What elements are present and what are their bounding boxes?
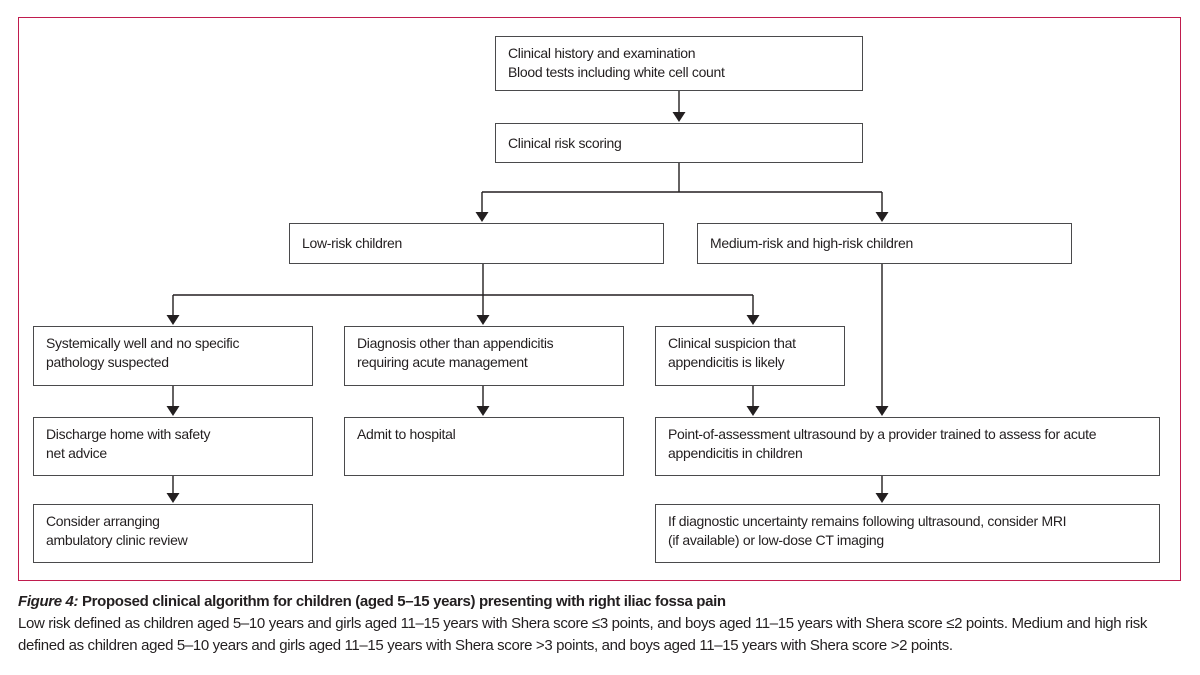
caption-figure-label: Figure 4: [18,593,79,610]
node-discharge-home: Discharge home with safety net advice [33,417,313,476]
node-ambulatory-review: Consider arranging ambulatory clinic rev… [33,504,313,563]
node-risk-scoring: Clinical risk scoring [495,123,863,163]
caption-title: Proposed clinical algorithm for children… [78,593,726,610]
node-clinical-history: Clinical history and examination Blood t… [495,36,863,91]
node-mri-ct-imaging: If diagnostic uncertainty remains follow… [655,504,1160,563]
node-systemically-well: Systemically well and no specific pathol… [33,326,313,386]
caption-body: Low risk defined as children aged 5–10 y… [18,615,1148,654]
node-other-diagnosis: Diagnosis other than appendicitis requir… [344,326,624,386]
caption-heading: Figure 4: Proposed clinical algorithm fo… [18,591,1184,613]
figure-caption: Figure 4: Proposed clinical algorithm fo… [18,591,1184,657]
figure-frame [18,17,1181,581]
node-low-risk: Low-risk children [289,223,664,264]
node-medium-high-risk: Medium-risk and high-risk children [697,223,1072,264]
node-ultrasound: Point-of-assessment ultrasound by a prov… [655,417,1160,476]
node-appendicitis-suspicion: Clinical suspicion that appendicitis is … [655,326,845,386]
node-admit-hospital: Admit to hospital [344,417,624,476]
